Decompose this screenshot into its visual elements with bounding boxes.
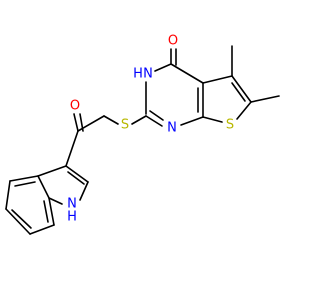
bond-c3a-c4-double [14, 181, 36, 187]
bond-c2-n1 [145, 115, 163, 127]
atom-s-thiophene: S [226, 118, 234, 133]
bond-c3-c2 [65, 165, 89, 183]
bond-c5-c6-double [231, 82, 246, 102]
bond-c5-c6 [231, 75, 252, 103]
bond-c5-c6-indole [5, 208, 31, 235]
bond-s-ch2 [103, 115, 119, 125]
atom-n-pyrimidinone-nh: N [143, 67, 153, 82]
bond-c6-s [236, 101, 252, 120]
bond-c6-methyl [250, 95, 280, 103]
bond-c2-n1-indole [79, 181, 89, 201]
bond-s-c7a [202, 116, 223, 123]
atom-n-indole: N [67, 197, 77, 212]
atom-s-thioether: S [121, 118, 129, 133]
atom-h-pyrimidinone: H [133, 67, 143, 82]
atom-labels: O H N N S S O N H [67, 34, 234, 225]
bond-c5-c6-indole-double [11, 209, 32, 229]
bond-c7-c7a-indole-double [43, 200, 49, 223]
bonds [5, 45, 280, 235]
bond-c4-c5-indole [5, 180, 11, 210]
bond-c3-c3a [37, 165, 67, 177]
bond-c4-n3 [154, 63, 172, 72]
atom-h-indole: H [67, 210, 77, 225]
bond-c3-c2-double [67, 171, 85, 185]
molecule-diagram: O H N N S S O N H [5, 34, 280, 235]
bond-c7-c7a-indole [48, 197, 55, 226]
atom-o-ketone: O [70, 99, 80, 114]
bond-n1-c7a [180, 116, 204, 126]
structure-svg: O H N N S S O N H [5, 34, 280, 235]
bond-c3a-c4 [9, 175, 39, 182]
bond-n1-c7a-indole [48, 197, 63, 205]
bond-co-o-double [79, 113, 84, 132]
bond-c4a-c5 [202, 75, 233, 84]
bond-c4-c4a [170, 63, 204, 84]
bond-co-c3 [65, 130, 79, 167]
bond-co-o [73, 113, 79, 132]
bond-c2-n1-double [149, 110, 164, 121]
bond-c6-c7-indole [29, 224, 55, 235]
bond-c3a-c7a [37, 175, 50, 199]
bond-c2-s [131, 115, 147, 125]
atom-n-pyrimidine: N [167, 121, 177, 136]
atom-o-pyrimidinone: O [168, 34, 178, 49]
